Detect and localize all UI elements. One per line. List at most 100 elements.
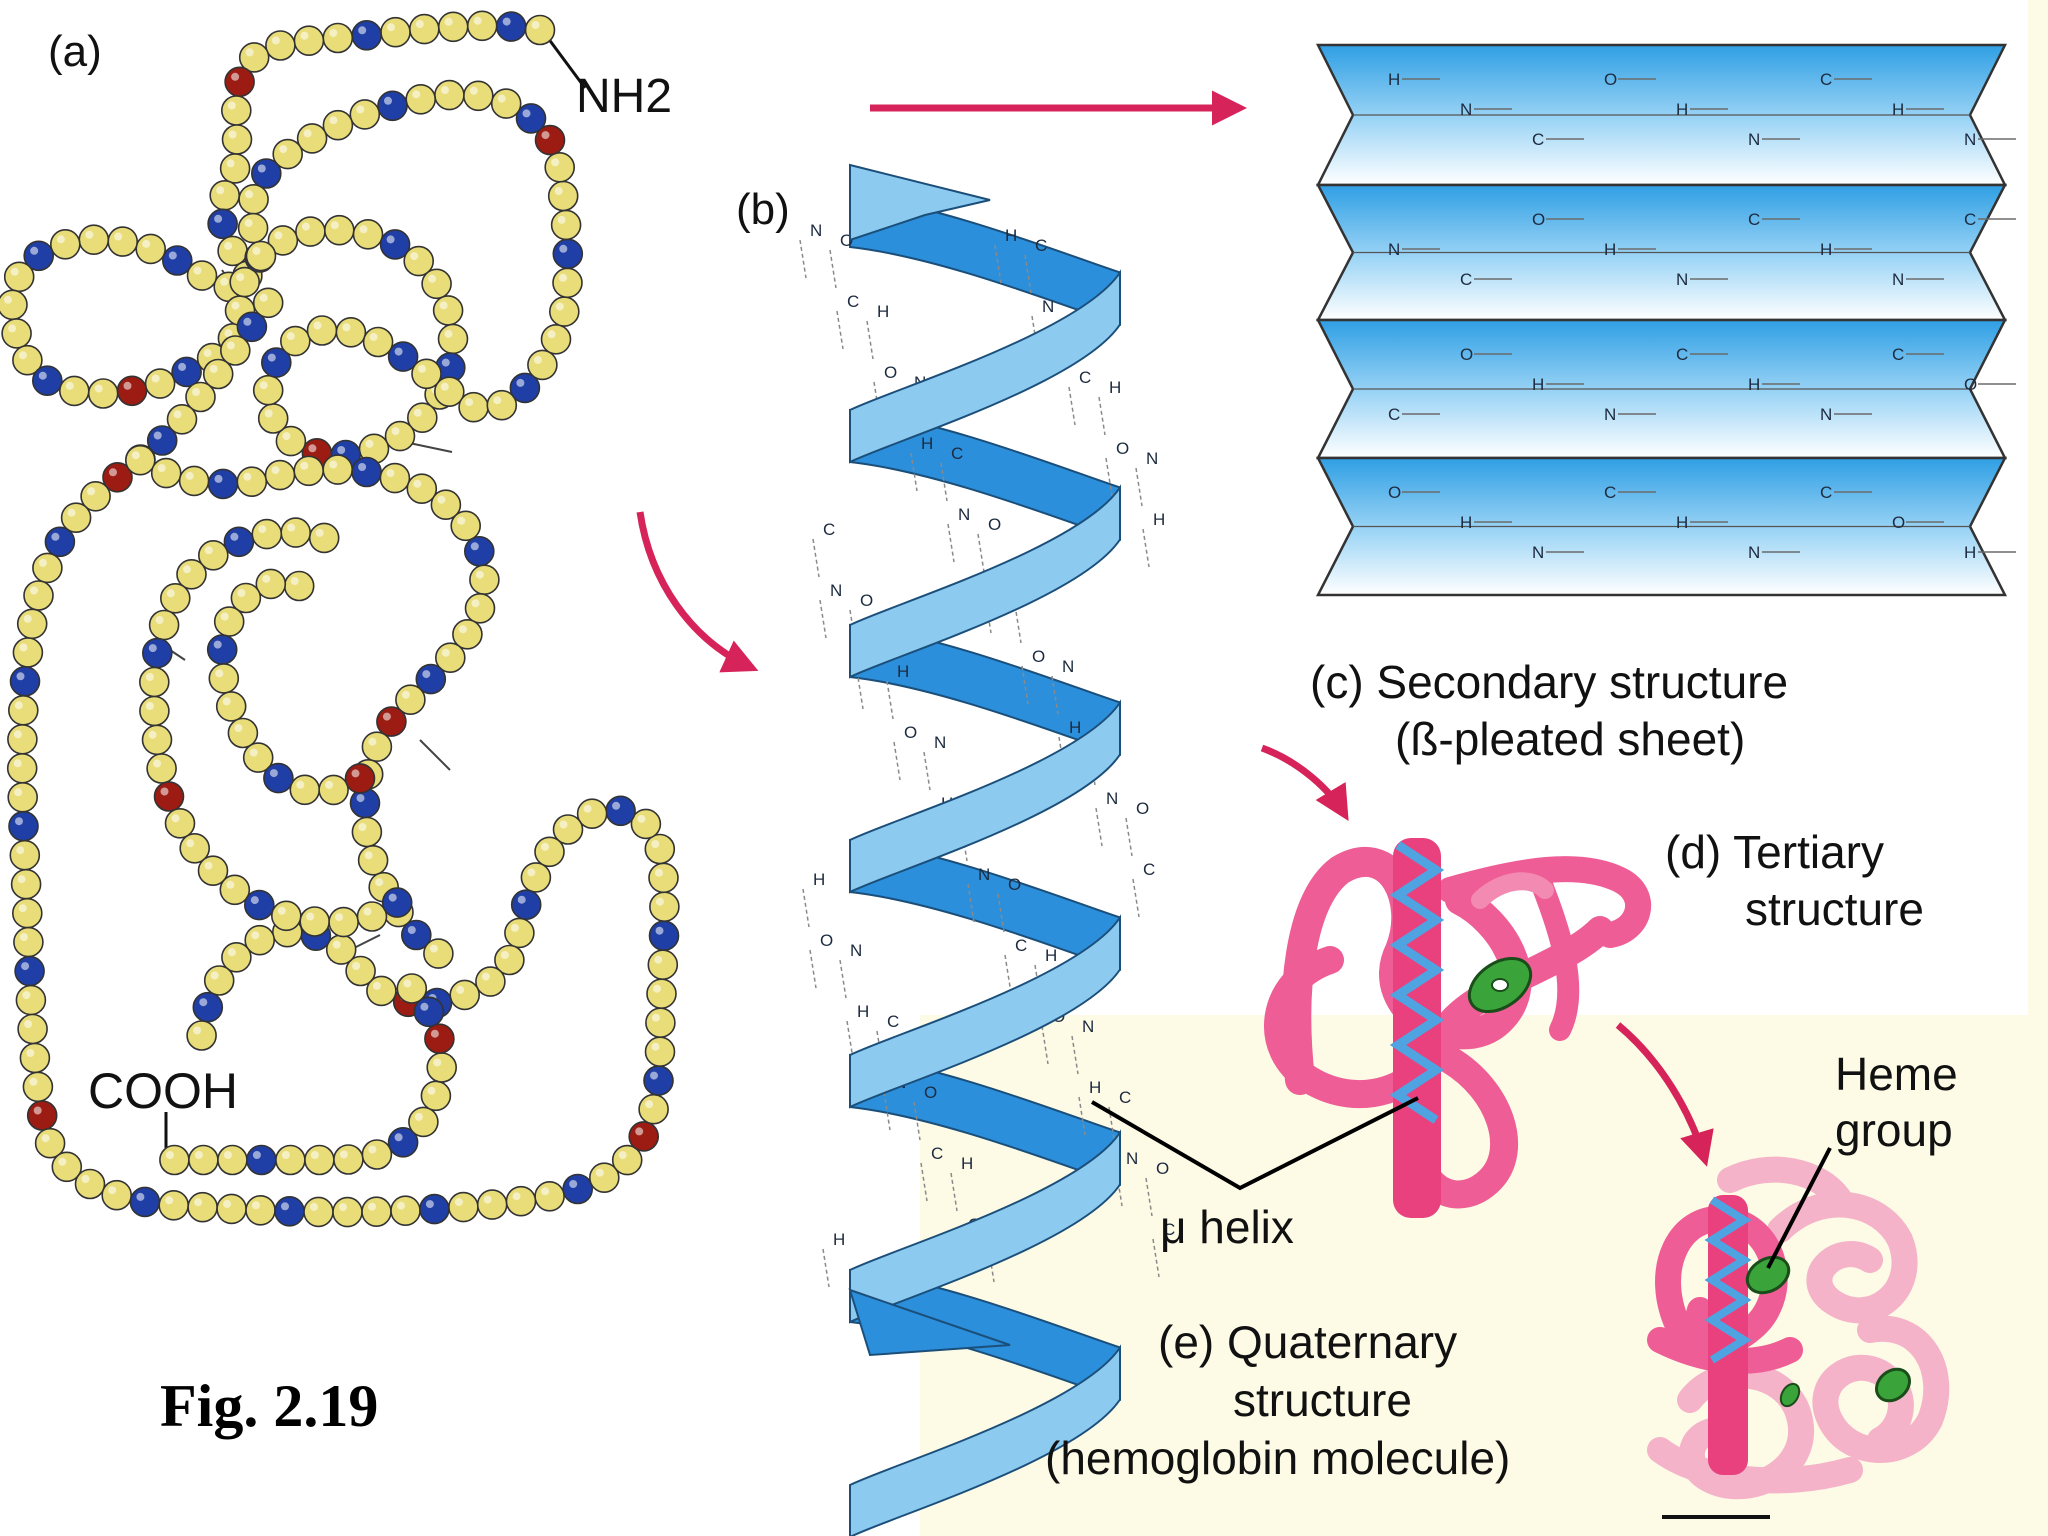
bead-highlight (30, 586, 38, 595)
amino-acid-bead (153, 781, 185, 812)
hydrogen-bond (977, 533, 985, 573)
bead-highlight (458, 625, 467, 634)
bead-highlight (425, 1200, 434, 1209)
quaternary-label-line3: (hemoglobin molecule) (1045, 1432, 1510, 1484)
amino-acid-bead (304, 1144, 335, 1176)
sheet-atom: N (1748, 130, 1760, 149)
bead-highlight (290, 577, 299, 585)
atom-symbol: N (810, 221, 822, 240)
sheet-atom: O (1964, 375, 1977, 394)
quaternary-heme-disk-3 (1779, 1382, 1801, 1408)
hydrogen-bond (1132, 878, 1140, 918)
hydrogen-bond (809, 949, 817, 989)
atom-symbol: H (921, 434, 933, 453)
amino-acid-bead (245, 240, 277, 272)
amino-acid-bead (462, 80, 494, 112)
hydrogen-bond (893, 741, 901, 781)
amino-acid-bead (217, 1144, 248, 1176)
hydrogen-bond (799, 239, 807, 279)
arrow-to-quaternary (1615, 1022, 1714, 1167)
amino-acid-bead (208, 663, 240, 694)
sheet-atom: H (1676, 100, 1688, 119)
amino-acid-bead (162, 245, 193, 276)
bead-highlight (475, 570, 484, 579)
atom-symbol: H (1005, 226, 1017, 245)
bead-highlight (557, 215, 566, 224)
bead-highlight (559, 820, 568, 829)
bead-highlight (358, 26, 367, 35)
amino-acid-bead (7, 781, 39, 813)
bead-highlight (228, 130, 237, 139)
amino-acid-bead (142, 637, 173, 669)
amino-acid-bead (328, 906, 359, 938)
bead-highlight (386, 235, 395, 244)
quaternary-heme-disk-1 (1745, 1255, 1791, 1295)
bead-highlight (19, 643, 28, 652)
amino-acid-bead (187, 1191, 218, 1223)
amino-acid-bead (125, 444, 156, 476)
bead-highlight (186, 839, 195, 848)
bead-highlight (517, 895, 526, 904)
amino-acid-bead (13, 926, 44, 958)
amino-acid-bead (351, 19, 383, 51)
bead-highlight (56, 235, 65, 244)
amino-acid-chain (0, 10, 680, 1228)
amino-acid-bead (344, 763, 376, 794)
bead-highlight (145, 702, 154, 710)
amino-acid-bead (10, 868, 42, 900)
bead-highlight (4, 295, 12, 304)
amino-acid-bead (449, 979, 481, 1011)
bead-highlight (209, 365, 218, 373)
bead-highlight (522, 109, 531, 118)
bead-highlight (257, 164, 266, 173)
atom-symbol: C (1119, 1088, 1131, 1107)
bead-highlight (183, 565, 191, 574)
hydrogen-bond (1125, 817, 1133, 857)
bead-highlight (306, 912, 315, 921)
bead-highlight (301, 222, 310, 231)
amino-acid-bead (257, 403, 289, 434)
quaternary-heme-disk-2 (1875, 1367, 1911, 1403)
sheet-atom: O (1460, 345, 1473, 364)
amino-acid-bead (419, 1193, 450, 1225)
bead-highlight (153, 431, 162, 440)
amino-acid-bead (252, 374, 284, 406)
disulfide-bond (419, 739, 451, 771)
bead-highlight (502, 17, 511, 26)
amino-acid-bead (22, 1071, 54, 1103)
bead-highlight (329, 460, 338, 469)
amino-acid-bead (107, 226, 138, 257)
amino-acid-bead (188, 1144, 219, 1176)
bead-highlight (210, 971, 219, 980)
bead-highlight (226, 880, 235, 889)
bead-highlight (493, 396, 502, 405)
bead-highlight (193, 266, 202, 275)
bead-highlight (259, 381, 268, 390)
helix-label: μ helix (1160, 1201, 1294, 1253)
bead-highlight (13, 730, 22, 739)
bead-highlight (547, 330, 556, 339)
bead-highlight (165, 1196, 174, 1205)
atom-symbol: C (887, 1012, 899, 1031)
beads (0, 10, 680, 1228)
amino-acid-bead (390, 1195, 421, 1226)
bead-highlight (287, 523, 296, 532)
amino-acid-bead (408, 1106, 439, 1138)
helix-ribbon-front (849, 484, 1121, 679)
bead-highlight (471, 599, 480, 608)
bead-highlight (369, 333, 378, 341)
amino-acid-bead (437, 11, 469, 43)
bead-highlight (23, 614, 32, 623)
sheet-atom: O (1532, 210, 1545, 229)
bead-highlight (551, 158, 560, 167)
bead-highlight (213, 640, 222, 649)
amino-acid-bead (246, 1144, 277, 1176)
atom-symbol: O (988, 515, 1001, 534)
sheet-atom: C (1892, 345, 1904, 364)
bead-highlight (394, 347, 403, 356)
bead-highlight (157, 464, 166, 473)
bead-highlight (313, 321, 322, 330)
bead-highlight (473, 16, 482, 25)
amino-acid-bead (323, 214, 355, 246)
